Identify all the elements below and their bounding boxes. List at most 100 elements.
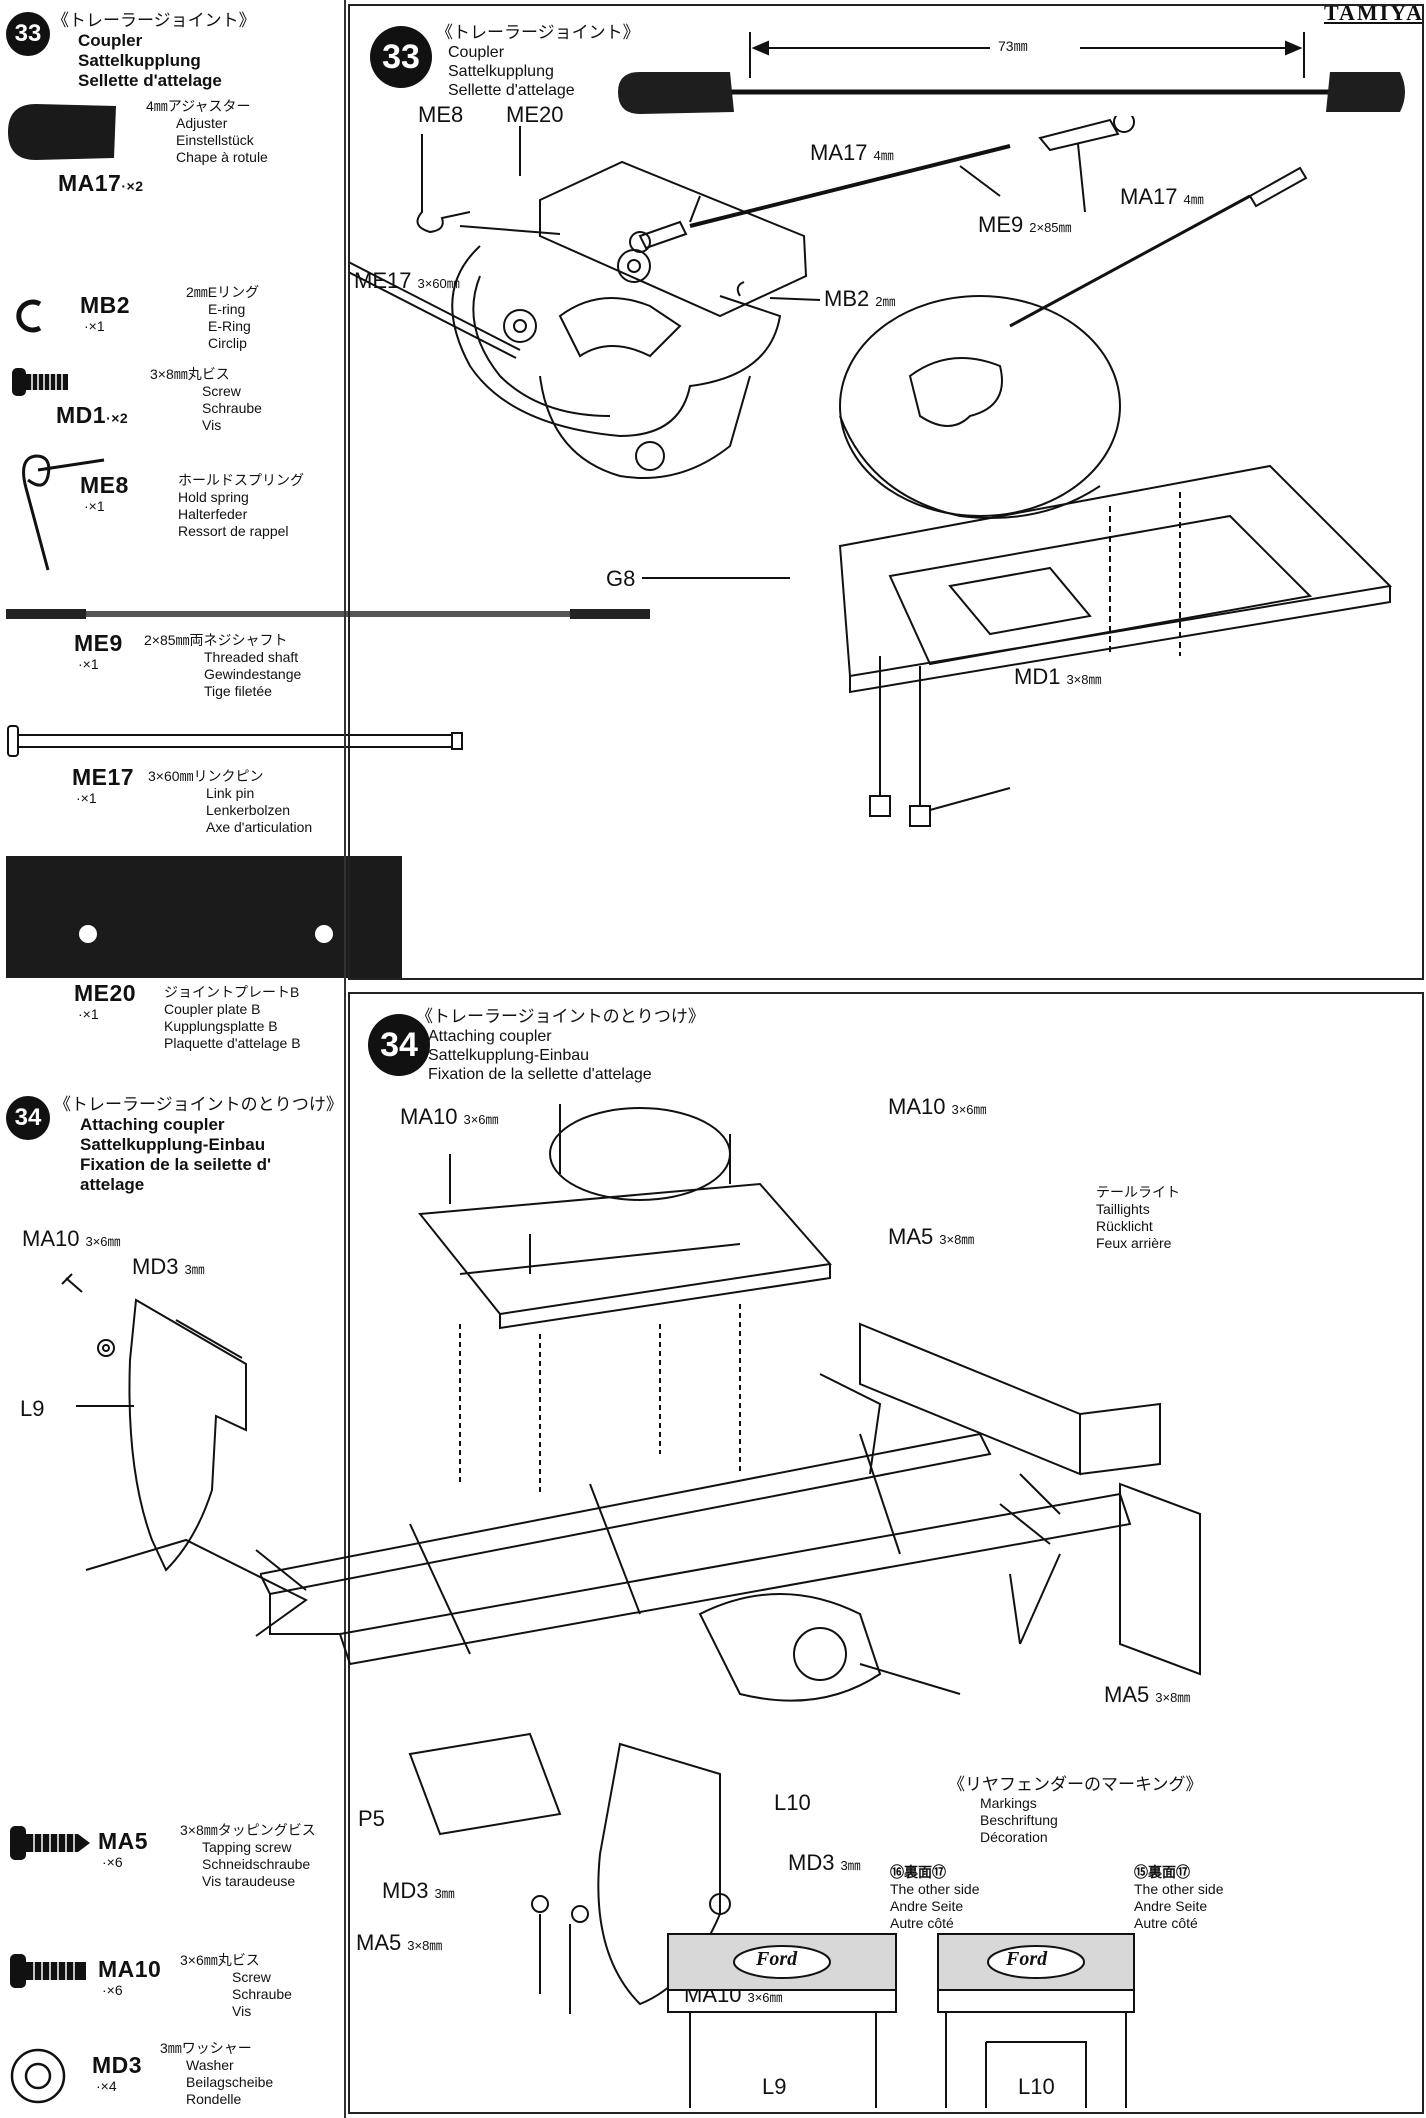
label-me8: ME8 xyxy=(418,102,464,127)
label-ma10-c-spec: 3×6㎜ xyxy=(747,1990,783,2005)
part-me8-desc: ホールドスプリング Hold spring Halterfeder Ressor… xyxy=(178,472,304,540)
label-ma17-a-code: MA17 xyxy=(810,140,868,165)
label-l10: L10 xyxy=(774,1790,811,1815)
markings-title: 《リヤフェンダーのマーキング》 Markings Beschriftung Dé… xyxy=(948,1770,1203,1846)
label-md3-b-code: MD3 xyxy=(788,1850,835,1875)
label-md3-b-spec: 3㎜ xyxy=(840,1858,861,1873)
markings-title-jp: 《リヤフェンダーのマーキング》 xyxy=(948,1775,1203,1795)
label-ma10-b-spec: 3×6㎜ xyxy=(951,1102,987,1117)
part-md1-fr: Vis xyxy=(202,417,222,433)
step-33-side-title: 《トレーラージョイント》 Coupler Sattelkupplung Sell… xyxy=(52,6,256,91)
marking-left-head: ⑯裏面⑰ xyxy=(890,1864,946,1880)
part-md3-de: Beilagscheibe xyxy=(186,2074,274,2090)
marking-left-other-fr: Autre côté xyxy=(890,1915,954,1931)
part-ma5-desc: 3×8㎜タッピングビス Tapping screw Schneidschraub… xyxy=(180,1822,316,1890)
washer-icon xyxy=(10,2048,66,2104)
part-mb2-en: E-ring xyxy=(208,301,246,317)
part-mb2-desc: 2㎜Eリング E-ring E-Ring Circlip xyxy=(186,284,259,352)
step-34-side-title-jp: 《トレーラージョイントのとりつけ》 xyxy=(54,1095,343,1115)
label-ma5-a: MA5 3×8㎜ xyxy=(888,1224,974,1250)
label-ma5-a-spec: 3×8㎜ xyxy=(939,1232,975,1247)
part-me9-code: ME9 xyxy=(74,630,123,656)
tapping-screw-icon xyxy=(10,1826,90,1860)
part-ma17-de: Einstellstück xyxy=(176,132,254,148)
side-l9-label: L9 xyxy=(20,1396,45,1421)
label-g8: G8 xyxy=(606,566,636,591)
marking-left-other-de: Andre Seite xyxy=(890,1898,964,1914)
part-me17-qty: ·×1 xyxy=(76,790,97,806)
part-me9-qty: ·×1 xyxy=(78,656,99,672)
step-33-panel-badge: 33 xyxy=(370,26,432,88)
part-ma17-qty: ·×2 xyxy=(121,178,144,194)
label-ma17-a-spec: 4㎜ xyxy=(873,148,894,163)
part-me17-jp: 3×60㎜リンクピン xyxy=(148,768,264,784)
coupler-exploded-drawing xyxy=(350,116,1393,827)
markings-fr: Décoration xyxy=(980,1829,1048,1845)
step-33-panel-title-de: Sattelkupplung xyxy=(448,63,554,80)
part-md1-code-text: MD1 xyxy=(56,402,107,428)
taillight-jp: テールライト xyxy=(1096,1184,1180,1200)
screw-3x8-icon xyxy=(12,368,68,396)
label-ma10-b-code: MA10 xyxy=(888,1094,946,1119)
fender-l9-marking-drawing xyxy=(667,1933,897,2108)
dimension-73mm: 73㎜ xyxy=(998,38,1028,54)
adjuster-part-icon xyxy=(8,104,116,160)
label-me17-code: ME17 xyxy=(354,268,412,293)
part-ma10-en: Screw xyxy=(232,1969,271,1985)
part-ma5-code: MA5 xyxy=(98,1828,149,1854)
part-mb2-jp: 2㎜Eリング xyxy=(186,284,260,300)
label-md3-a-spec: 3㎜ xyxy=(434,1886,455,1901)
part-md3-code: MD3 xyxy=(92,2052,143,2078)
step-34-panel: 34 《トレーラージョイントのとりつけ》 Attaching coupler S… xyxy=(260,992,1424,2114)
label-mb2-spec: 2㎜ xyxy=(875,294,896,309)
part-me20-code: ME20 xyxy=(74,980,137,1006)
side-ma10-spec: 3×6㎜ xyxy=(85,1234,121,1249)
side-md3-code: MD3 xyxy=(132,1254,179,1279)
part-ma17-jp: 4㎜アジャスター xyxy=(146,98,251,114)
part-md1-qty: ·×2 xyxy=(106,410,129,426)
part-ma10-qty: ·×6 xyxy=(102,1982,123,1998)
step-33-panel-title-fr: Sellette d'attelage xyxy=(448,82,575,99)
fender-l10-marking-drawing xyxy=(937,1933,1135,2108)
part-ma17-code-text: MA17 xyxy=(58,170,122,196)
markings-en: Markings xyxy=(980,1795,1037,1811)
part-me17-de: Lenkerbolzen xyxy=(206,802,291,818)
e-ring-icon xyxy=(16,299,42,333)
chassis-assembly-drawing xyxy=(260,1104,1201,2014)
step-34-side-title-de: Sattelkupplung-Einbau xyxy=(80,1135,266,1154)
label-ma10-a-code: MA10 xyxy=(400,1104,458,1129)
marking-right-other-en: The other side xyxy=(1134,1881,1224,1897)
step-34-side-title: 《トレーラージョイントのとりつけ》 Attaching coupler Satt… xyxy=(54,1090,343,1195)
ford-logo-left: Ford xyxy=(756,1948,798,1970)
threaded-shaft-dimension-drawing xyxy=(618,32,1405,114)
part-me17-code: ME17 xyxy=(72,764,135,790)
part-ma10-fr: Vis xyxy=(232,2003,252,2019)
part-ma5-fr: Vis taraudeuse xyxy=(202,1873,296,1889)
part-ma5-qty: ·×6 xyxy=(102,1854,123,1870)
step-34-panel-title-en: Attaching coupler xyxy=(428,1028,552,1045)
step-34-panel-title-de: Sattelkupplung-Einbau xyxy=(428,1047,590,1064)
threaded-shaft-icon xyxy=(6,609,650,619)
part-ma17-desc: 4㎜アジャスター Adjuster Einstellstück Chape à … xyxy=(146,98,268,166)
label-md3-a-code: MD3 xyxy=(382,1878,429,1903)
part-me20-en: Coupler plate B xyxy=(164,1001,261,1017)
part-me17-en: Link pin xyxy=(206,785,255,801)
step-33-badge: 33 xyxy=(6,12,50,56)
step-34-side-title-en: Attaching coupler xyxy=(80,1115,225,1134)
marking-right-other-fr: Autre côté xyxy=(1134,1915,1198,1931)
part-me9-desc: 2×85㎜両ネジシャフト Threaded shaft Gewindestang… xyxy=(144,632,301,700)
label-md1-code: MD1 xyxy=(1014,664,1061,689)
label-ma5-a-code: MA5 xyxy=(888,1224,934,1249)
label-ma17-b-code: MA17 xyxy=(1120,184,1178,209)
part-me20-fr: Plaquette d'attelage B xyxy=(164,1035,301,1051)
step-33-title-jp: 《トレーラージョイント》 xyxy=(52,11,256,31)
label-me9-spec: 2×85㎜ xyxy=(1029,220,1072,235)
step-34-side-badge: 34 xyxy=(6,1096,50,1140)
taillight-de: Rücklicht xyxy=(1096,1218,1153,1234)
screw-3x6-icon xyxy=(10,1954,86,1988)
ford-logo-right: Ford xyxy=(1006,1948,1048,1970)
part-ma17-en: Adjuster xyxy=(176,115,228,131)
